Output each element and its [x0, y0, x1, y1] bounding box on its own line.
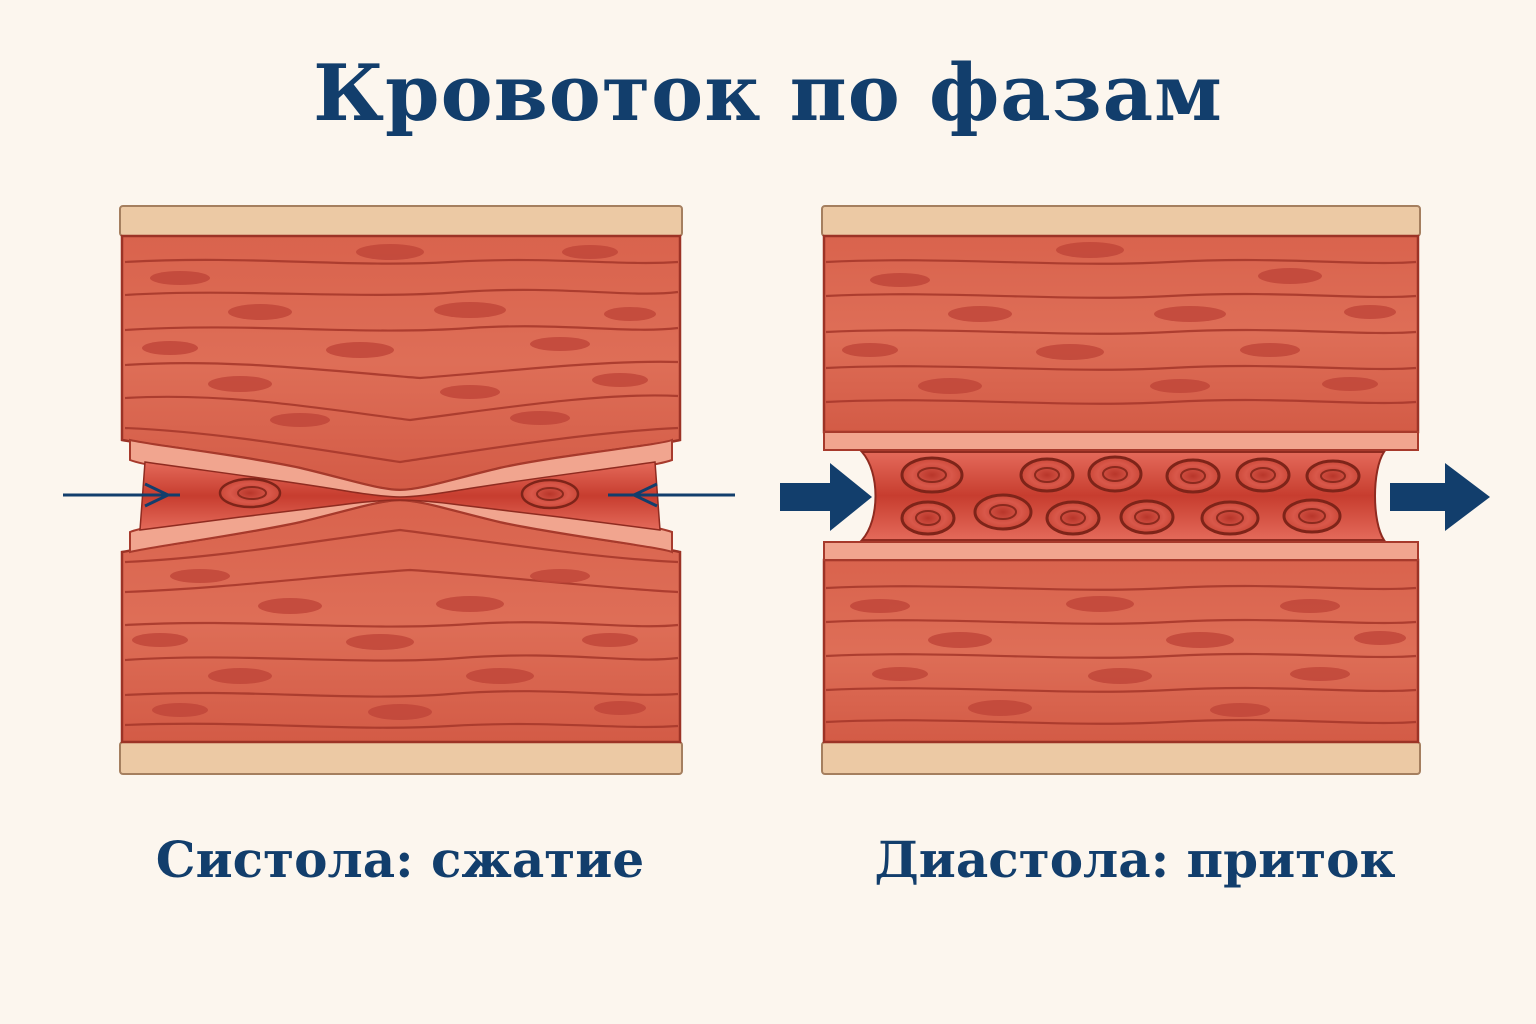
red-blood-cell	[1119, 499, 1175, 535]
adventitia-bottom	[821, 741, 1421, 775]
red-blood-cell	[1045, 500, 1101, 536]
diastole-panel	[780, 205, 1490, 775]
adventitia-top	[119, 205, 683, 237]
red-blood-cell	[900, 456, 964, 494]
red-blood-cell	[1282, 498, 1342, 534]
compression-arrow-left	[63, 482, 180, 508]
red-blood-cell	[1305, 459, 1361, 493]
outflow-arrow	[1390, 463, 1490, 531]
narrowed-lumen	[139, 461, 661, 531]
red-blood-cell	[1165, 458, 1221, 494]
inflow-arrow	[780, 463, 872, 531]
adventitia-top	[821, 205, 1421, 237]
intima-lower	[823, 541, 1419, 561]
red-blood-cell	[973, 493, 1033, 531]
red-blood-cell	[1200, 500, 1260, 536]
red-blood-cell	[900, 500, 956, 536]
page-title: Кровоток по фазам	[313, 48, 1223, 139]
systole-panel	[63, 205, 735, 775]
systole-caption: Систола: сжатие	[155, 830, 645, 889]
red-blood-cell	[1235, 457, 1291, 493]
red-blood-cell	[218, 477, 282, 509]
adventitia-bottom	[119, 741, 683, 775]
intima-upper	[823, 431, 1419, 451]
red-blood-cell	[520, 478, 580, 510]
red-blood-cell-row-top	[900, 455, 1361, 494]
diastole-caption: Диастола: приток	[874, 830, 1396, 889]
compression-arrow-right	[608, 482, 735, 508]
red-blood-cell	[1019, 457, 1075, 493]
red-blood-cell-row-bottom	[900, 493, 1342, 536]
red-blood-cell	[1087, 455, 1143, 493]
